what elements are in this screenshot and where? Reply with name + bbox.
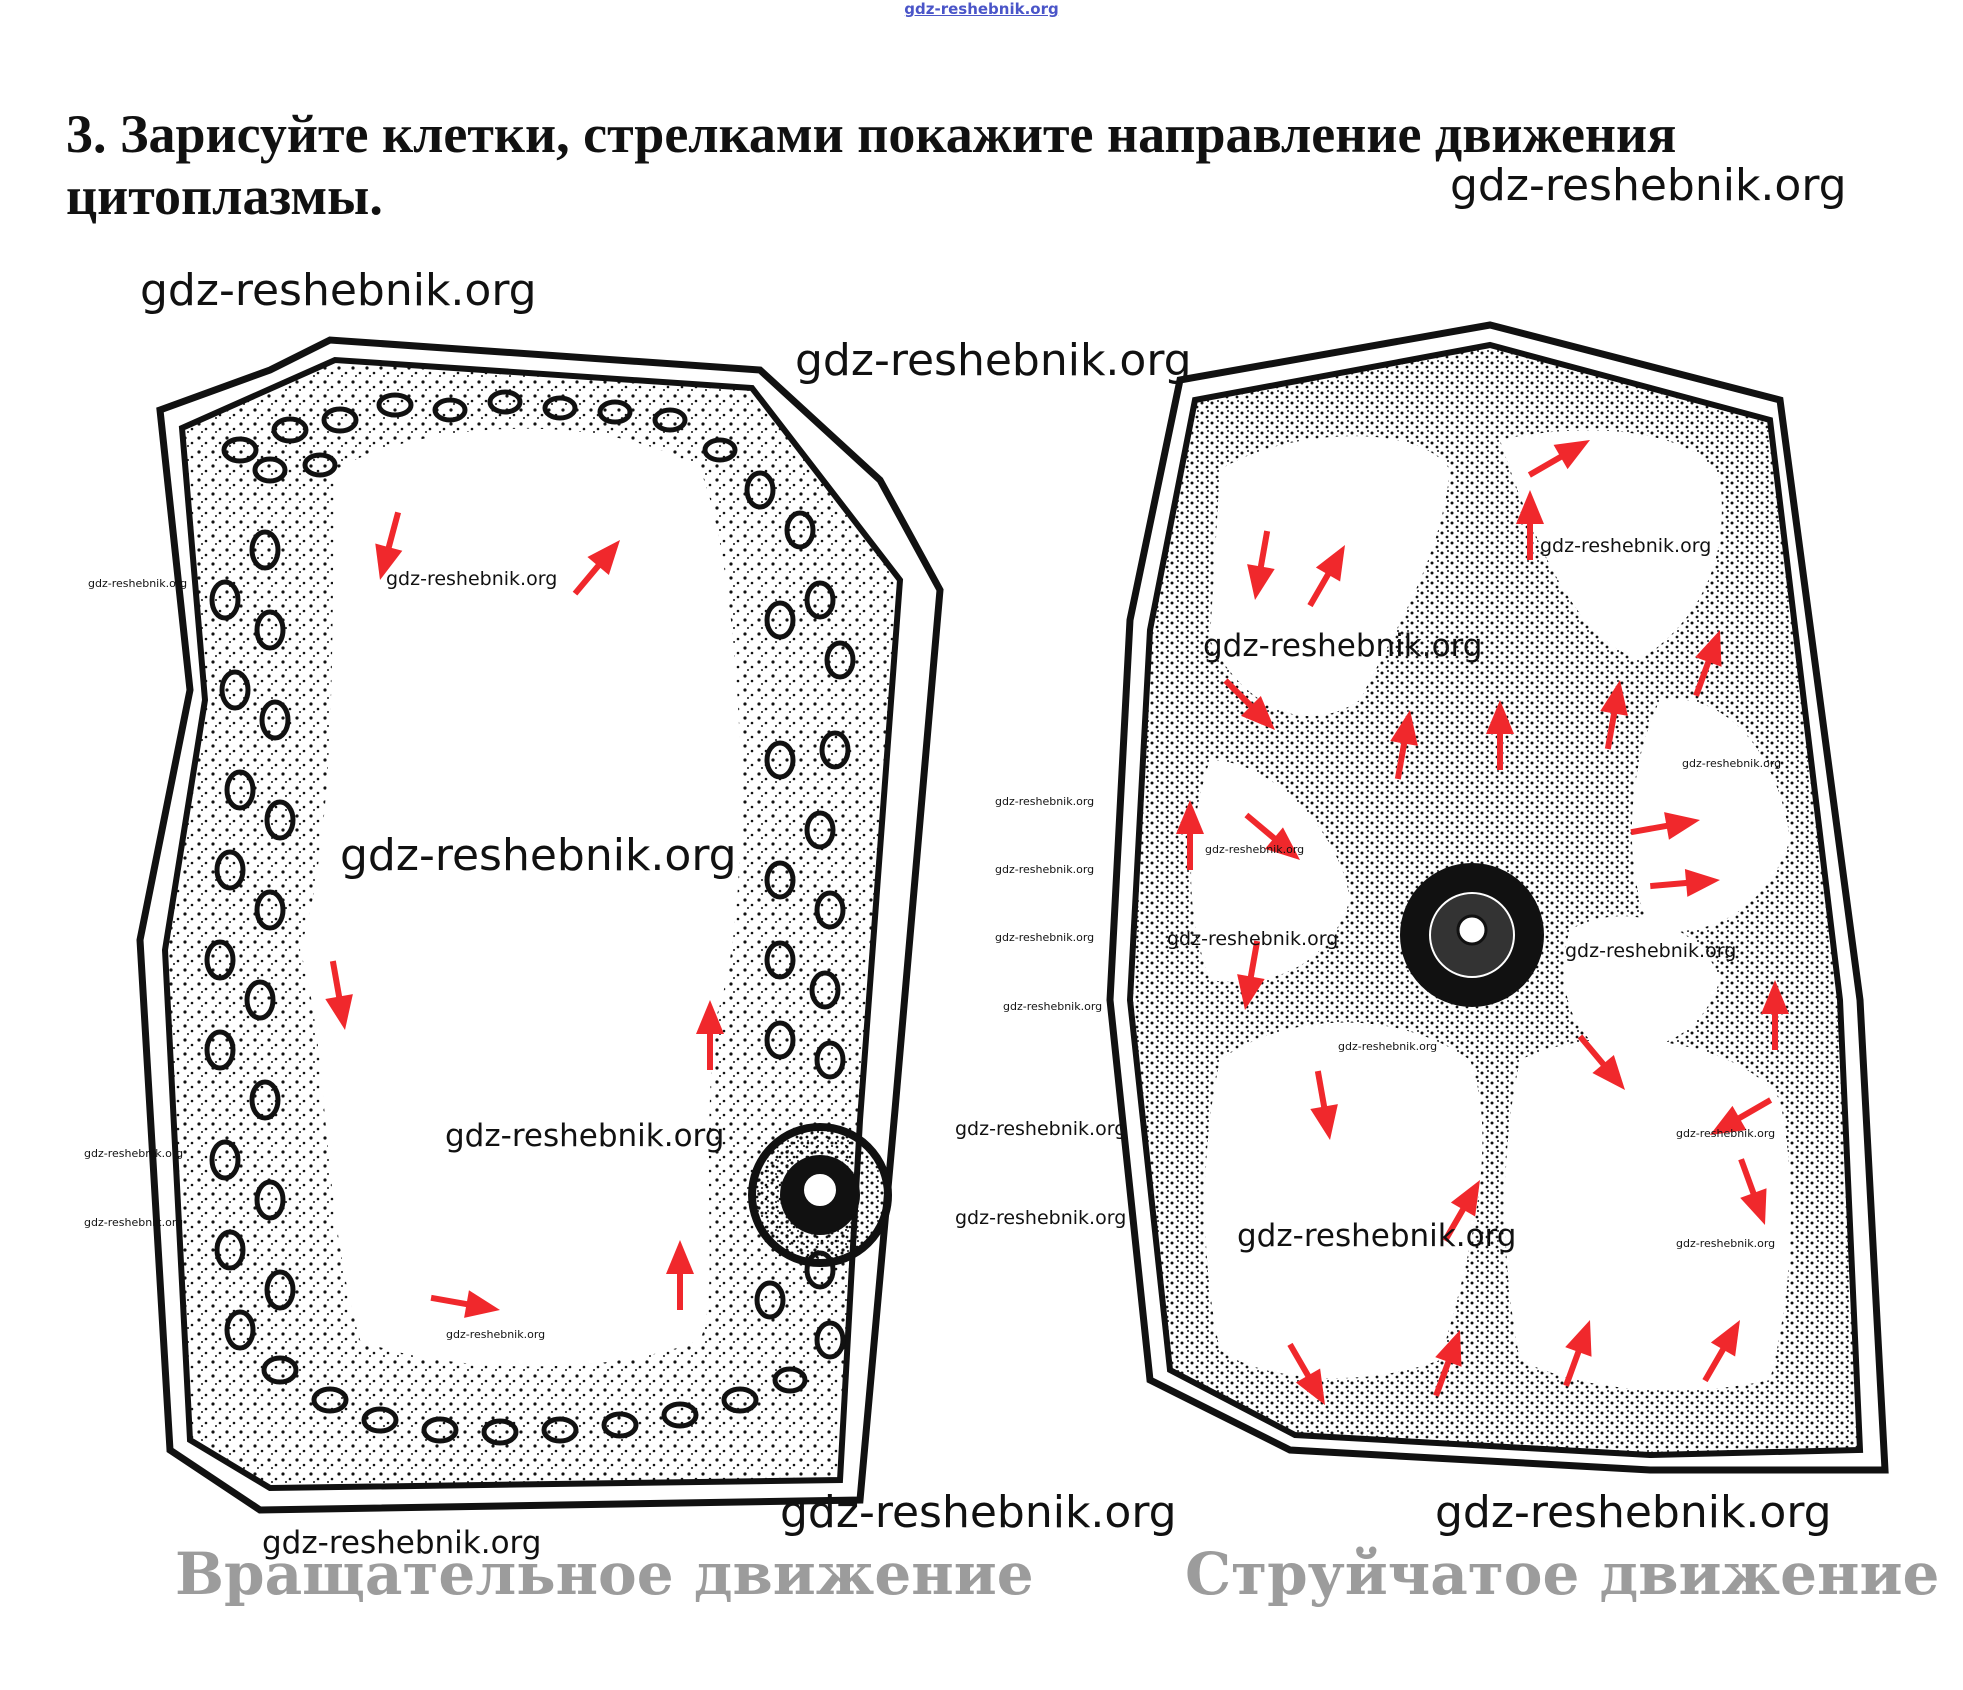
watermark: gdz-reshebnik.org (795, 335, 1192, 386)
left-cell-rotational (136, 336, 944, 1514)
watermark: gdz-reshebnik.org (1205, 843, 1305, 856)
watermark: gdz-reshebnik.org (1435, 1487, 1832, 1538)
watermark: gdz-reshebnik.org (340, 830, 737, 881)
watermark: gdz-reshebnik.org (1203, 628, 1483, 664)
watermark: gdz-reshebnik.org (262, 1525, 542, 1561)
watermark: gdz-reshebnik.org (1682, 757, 1782, 770)
watermark: gdz-reshebnik.org (140, 265, 537, 316)
watermark: gdz-reshebnik.org (955, 1207, 1127, 1229)
right-cell-streaming (1106, 321, 1889, 1474)
watermark: gdz-reshebnik.org (446, 1328, 546, 1341)
watermark: gdz-reshebnik.org (1450, 160, 1847, 211)
task-title: 3. Зарисуйте клетки, стрелками покажите … (66, 104, 1677, 226)
watermark: gdz-reshebnik.org (1338, 1040, 1438, 1053)
watermark: gdz-reshebnik.org (1676, 1127, 1776, 1140)
watermark: gdz-reshebnik.org (1565, 940, 1737, 962)
watermark: gdz-reshebnik.org (995, 795, 1095, 808)
watermark: gdz-reshebnik.org (84, 1216, 184, 1229)
watermark: gdz-reshebnik.org (995, 931, 1095, 944)
watermark: gdz-reshebnik.org (84, 1147, 184, 1160)
watermark: gdz-reshebnik.org (995, 863, 1095, 876)
watermark: gdz-reshebnik.org (1167, 928, 1339, 950)
watermark: gdz-reshebnik.org (1237, 1218, 1517, 1254)
watermark: gdz-reshebnik.org (1676, 1237, 1776, 1250)
watermark: gdz-reshebnik.org (445, 1118, 725, 1154)
left-figure-caption: Вращательное движение (175, 1540, 1034, 1608)
watermark: gdz-reshebnik.org (1003, 1000, 1103, 1013)
watermark: gdz-reshebnik.org (1540, 535, 1712, 557)
watermark: gdz-reshebnik.org (88, 577, 188, 590)
watermark: gdz-reshebnik.org (955, 1118, 1127, 1140)
top-watermark: gdz-reshebnik.org (904, 0, 1059, 18)
watermark: gdz-reshebnik.org (780, 1487, 1177, 1538)
right-figure-caption: Струйчатое движение (1185, 1540, 1940, 1608)
watermark: gdz-reshebnik.org (386, 568, 558, 590)
